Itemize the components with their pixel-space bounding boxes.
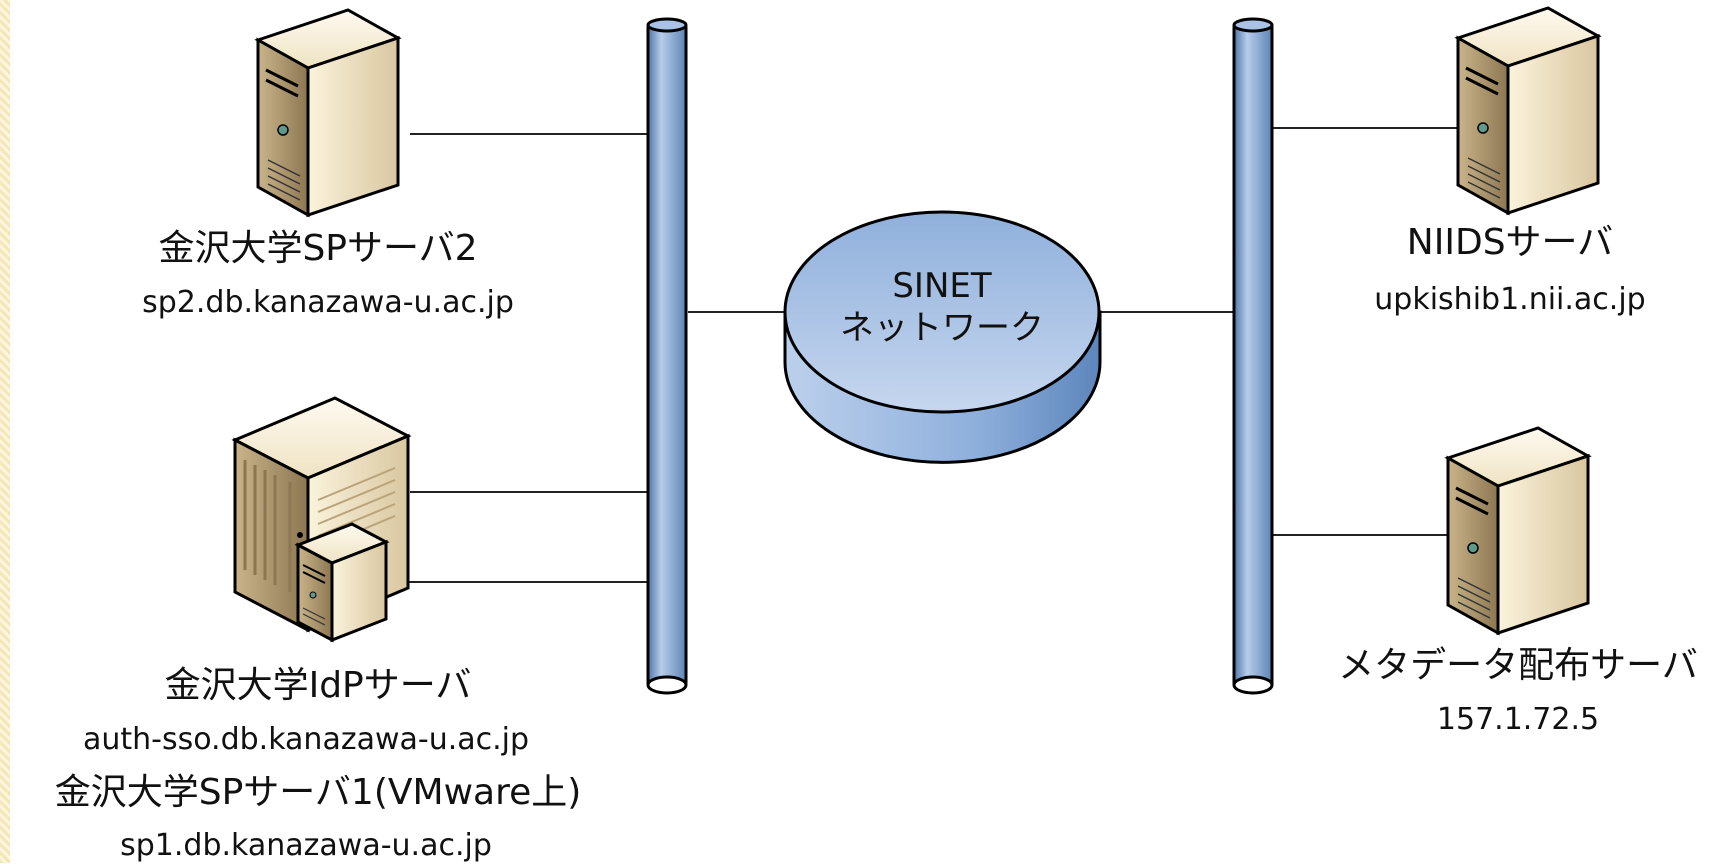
- sp1-server-icon: [294, 522, 390, 643]
- sp1-server-name: 金沢大学SPサーバ1(VMware上): [54, 772, 582, 813]
- sp2-server-name: 金沢大学SPサーバ2: [158, 228, 478, 269]
- idp-server-host: auth-sso.db.kanazawa-u.ac.jp: [82, 722, 530, 757]
- niids-server-host: upkishib1.nii.ac.jp: [1374, 282, 1646, 317]
- sp2-server-icon: [256, 8, 400, 217]
- metadata-server-name: メタデータ配布サーバ: [1338, 645, 1698, 686]
- sp2-server-host: sp2.db.kanazawa-u.ac.jp: [142, 285, 514, 320]
- metadata-server-icon: [1446, 426, 1590, 635]
- left-network-bus: [646, 17, 688, 695]
- niids-server-name: NIIDSサーバ: [1406, 222, 1614, 263]
- sinet-label: SINET ネットワーク: [840, 265, 1044, 349]
- metadata-server-host: 157.1.72.5: [1436, 702, 1600, 737]
- idp-server-name: 金沢大学IdPサーバ: [164, 665, 472, 706]
- connection-lines: [385, 127, 1458, 583]
- sinet-network-cloud: [783, 210, 1102, 464]
- niids-server-icon: [1456, 6, 1600, 215]
- sp1-server-host: sp1.db.kanazawa-u.ac.jp: [120, 828, 492, 863]
- sinet-subtitle: ネットワーク: [840, 308, 1044, 348]
- slide-edge-decoration: [0, 0, 10, 863]
- right-network-bus: [1232, 17, 1274, 695]
- sinet-title: SINET: [892, 266, 992, 306]
